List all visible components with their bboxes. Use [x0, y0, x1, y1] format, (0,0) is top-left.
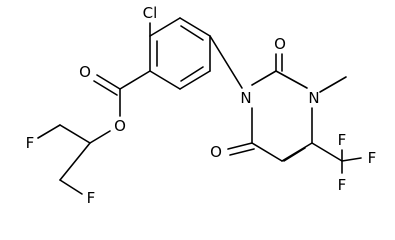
bond-c4-c5 — [179, 70, 211, 90]
atom-f-ch2-top: F — [26, 134, 35, 152]
bond-c5-c4 — [251, 142, 283, 162]
atom-o-c6: O — [210, 143, 222, 161]
bond-c2-c3 — [179, 17, 211, 37]
bond-ring-carbonyl — [119, 70, 151, 90]
structure-diagram: Cl O O N N O O F F F F F — [26, 4, 377, 207]
atom-f-cf3-bottom: F — [338, 176, 347, 194]
atom-n1: N — [308, 89, 319, 107]
atom-o-ester: O — [114, 117, 126, 135]
bond-c6-cf3 — [311, 142, 343, 162]
benzene-ring — [149, 17, 211, 90]
bond-n-c2 — [251, 70, 277, 86]
bond-carbonyl-o-a — [96, 74, 121, 90]
bond-c4-o-a — [227, 142, 253, 150]
bond-inner-c5-c6 — [283, 147, 306, 162]
bond-c5-c6 — [149, 70, 181, 90]
atom-cl: Cl — [143, 4, 158, 22]
bond-carbonyl-o-b — [93, 80, 118, 96]
bond-ch2-f-top — [37, 124, 61, 139]
atom-f-ch2-bottom: F — [87, 189, 96, 207]
molecule-canvas: Cl O O N N O O F F F F F — [26, 4, 377, 207]
bond-ch2-f-bottom — [59, 179, 83, 195]
bond-c1-c2 — [149, 17, 181, 37]
bond-oester-ch — [89, 130, 111, 144]
bond-cf3-f-right — [341, 157, 362, 162]
bond-aryl-n — [209, 35, 243, 89]
atom-f-cf3-top: F — [338, 131, 347, 149]
bond-ch-ch2-bottom — [59, 142, 91, 181]
bond-ch-ch2-top — [59, 124, 91, 144]
bond-c6-c5 — [281, 142, 313, 162]
atom-n3: N — [240, 89, 251, 107]
ester-group — [37, 70, 151, 195]
bond-inner-c2-c3 — [180, 25, 204, 41]
bond-c2-n1 — [275, 70, 308, 89]
atom-o-c2: O — [274, 35, 286, 53]
atom-o-carbonyl-ester: O — [79, 63, 91, 81]
bond-inner-c4-c5 — [180, 66, 204, 82]
pyrimidinedione-ring — [209, 35, 362, 174]
atom-f-cf3-right: F — [368, 149, 377, 167]
bond-n1-methyl — [319, 76, 347, 93]
bond-c4-o-b — [229, 148, 255, 156]
atom-labels: Cl O O N N O O F F F F F — [26, 4, 377, 207]
